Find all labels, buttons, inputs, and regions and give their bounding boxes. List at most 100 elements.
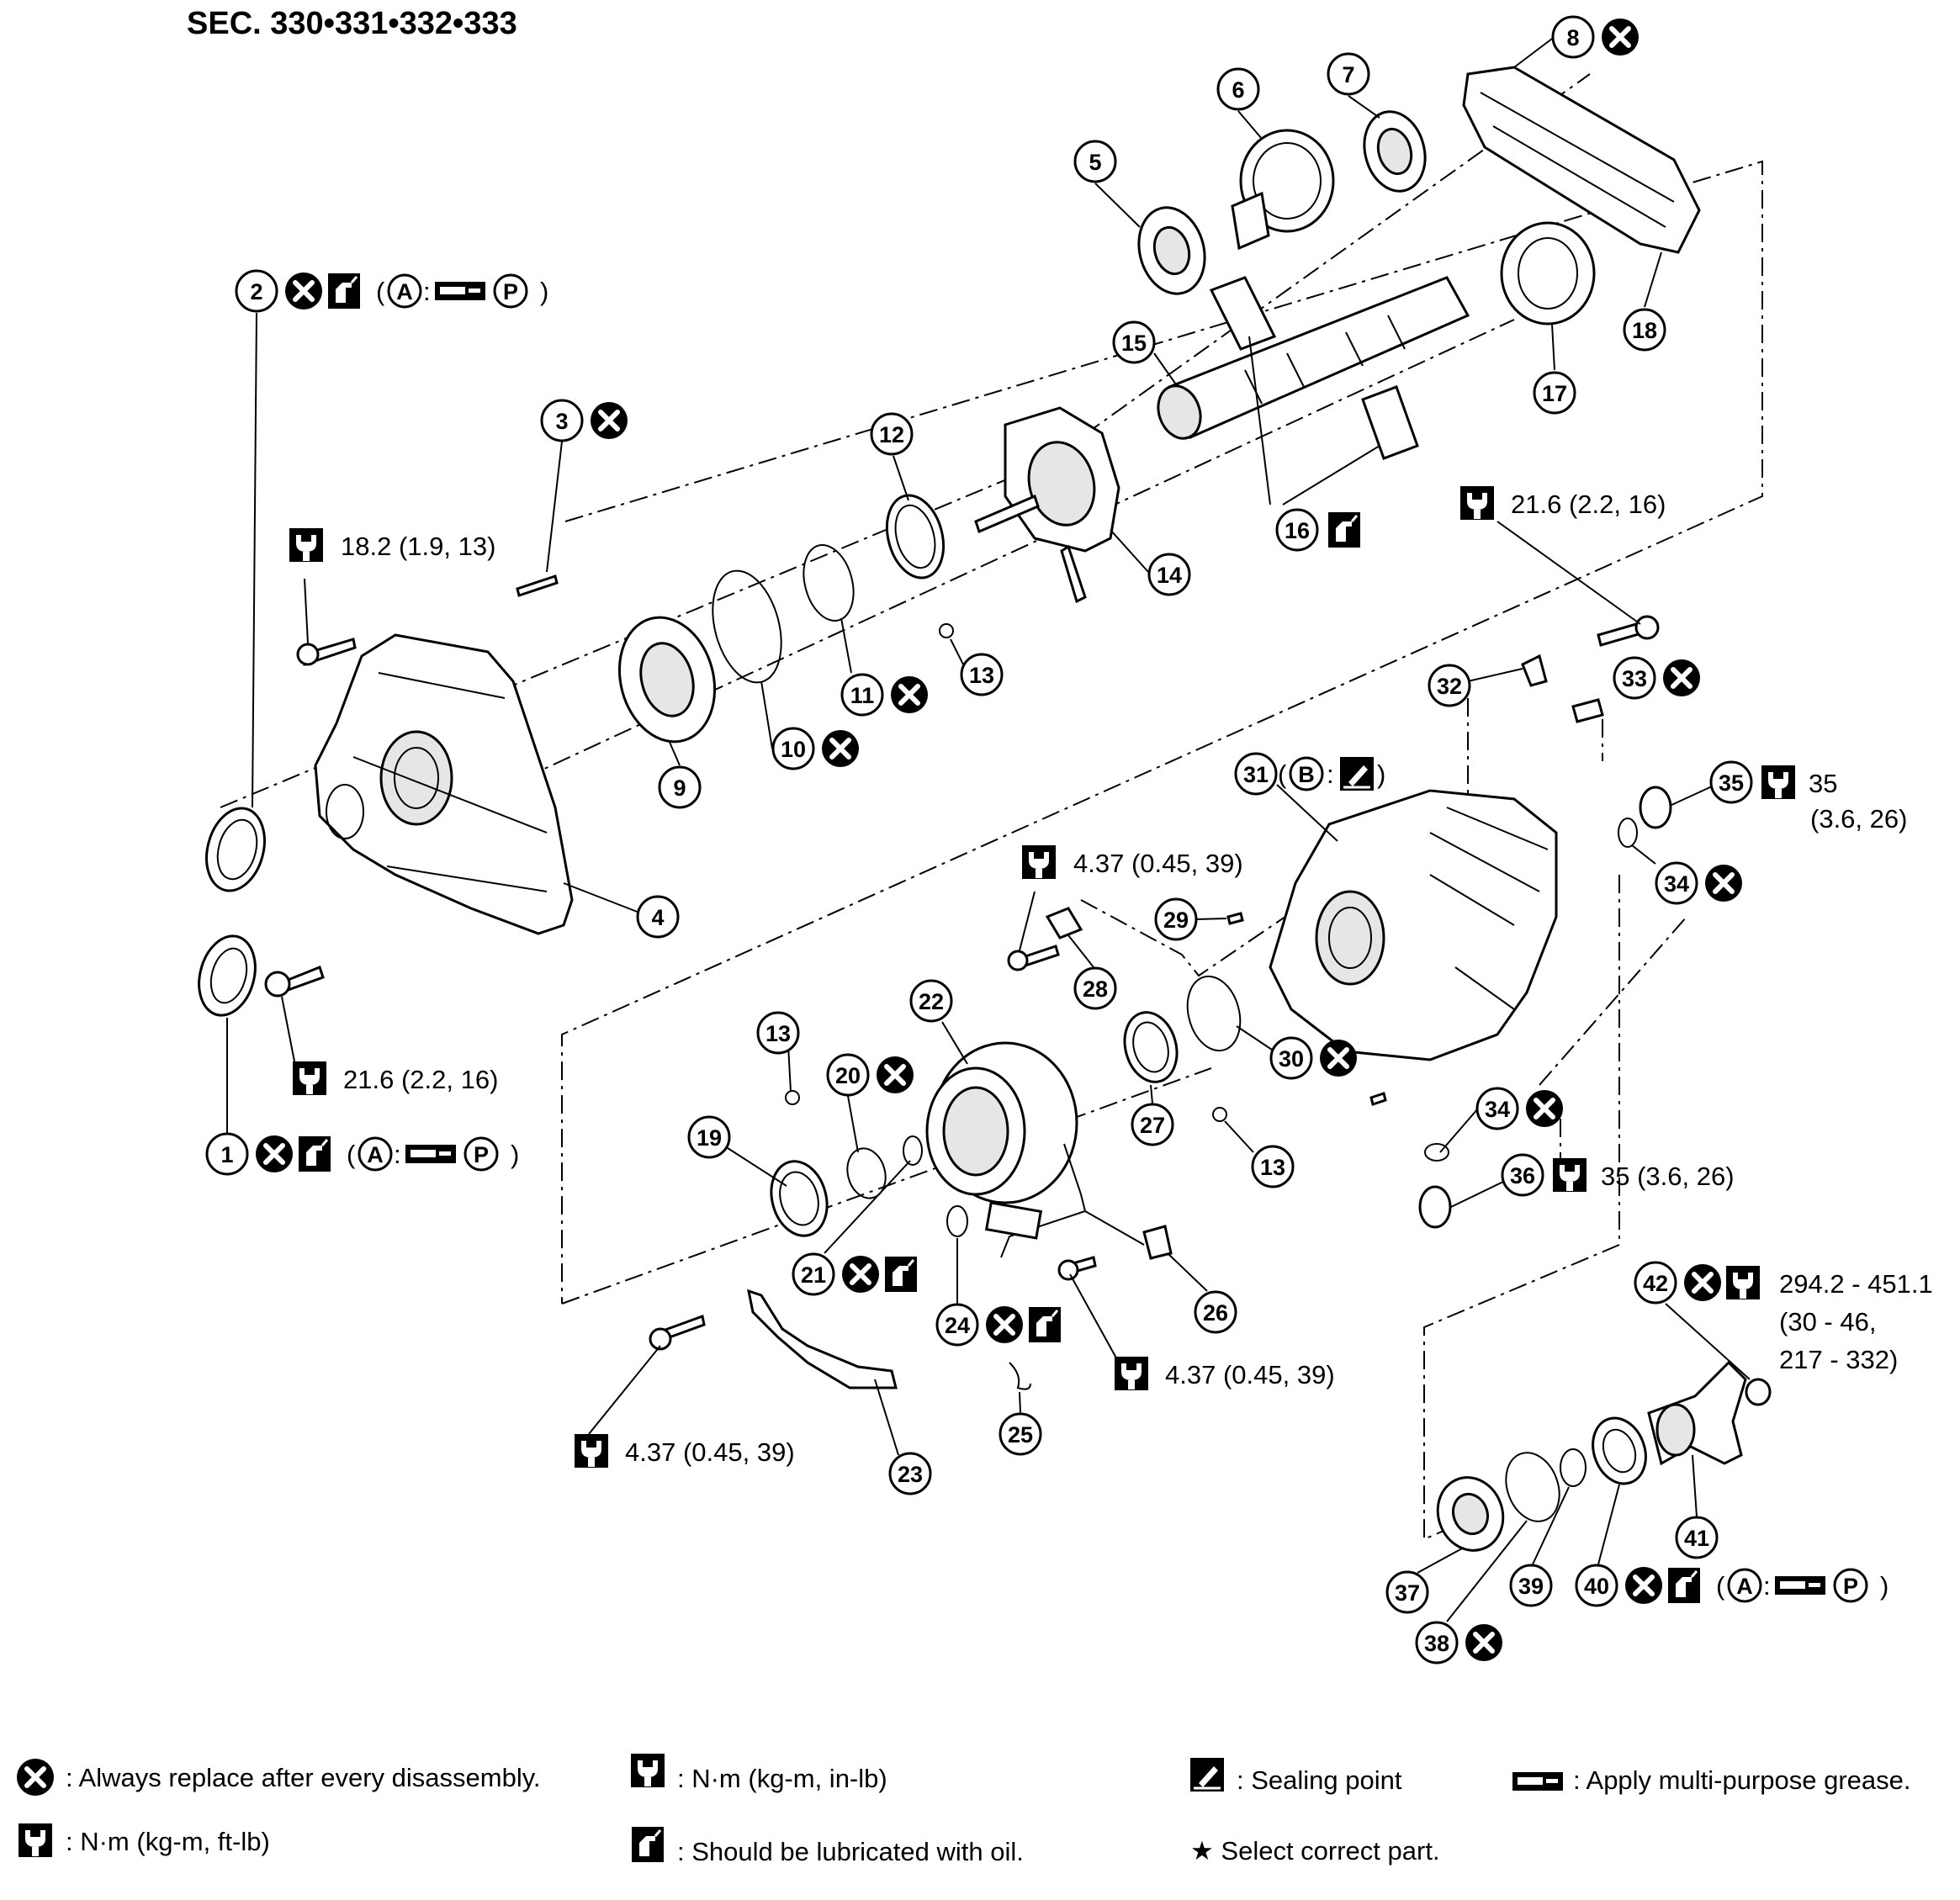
callout-number: 27 [1140, 1113, 1165, 1138]
grease-ref-p: P [503, 279, 518, 304]
oil-can-icon [1027, 1305, 1062, 1344]
callout-circle [1575, 1564, 1618, 1607]
oil-can-icon [297, 1135, 332, 1173]
callout-circle [1073, 140, 1117, 183]
callout-number: 20 [835, 1063, 861, 1088]
grease-note-colon: : [394, 1140, 401, 1169]
callout-circle [1251, 1145, 1295, 1188]
svg-text:4.37 (0.45, 39): 4.37 (0.45, 39) [1165, 1360, 1335, 1389]
section-title: SEC. 330•331•332•333 [187, 6, 517, 41]
grease-ref-a: A [1736, 1574, 1753, 1599]
callout-10: 10 [771, 727, 859, 770]
callout-number: 26 [1203, 1300, 1228, 1326]
callout-number: 34 [1664, 871, 1689, 897]
callout-42: 42 [1634, 1261, 1760, 1305]
callout-29: 29 [1154, 897, 1198, 941]
torque-spec-4-37-lower: 4.37 (0.45, 39) [575, 1434, 795, 1468]
replace-icon [1705, 865, 1742, 902]
callout-14: 14 [1147, 553, 1191, 596]
callout-number: 9 [673, 775, 686, 801]
torque-wrench-icon [631, 1754, 665, 1787]
svg-text:4.37 (0.45, 39): 4.37 (0.45, 39) [1073, 849, 1243, 878]
replace-icon [877, 1056, 914, 1093]
replace-icon [986, 1306, 1023, 1343]
grease-ref-circle [464, 1136, 499, 1172]
replace-icon [1465, 1624, 1502, 1661]
torque-spec-21-6-rear: 21.6 (2.2, 16) [1460, 486, 1666, 520]
callout-35: 35 [1709, 760, 1795, 804]
svg-text:21.6 (2.2, 16): 21.6 (2.2, 16) [1511, 490, 1666, 519]
callout-circle [909, 979, 953, 1023]
callout-number: 19 [697, 1125, 722, 1151]
callout-number: 14 [1157, 563, 1182, 588]
callout-12: 12 [870, 412, 914, 456]
callout-circle [1154, 897, 1198, 941]
torque-spec-35-lower: 35 (3.6, 26) [1601, 1162, 1735, 1191]
callout-circle [1385, 1570, 1429, 1614]
callout-circle [1675, 1516, 1719, 1559]
svg-text::: : [1327, 759, 1334, 789]
replace-icon [1320, 1040, 1357, 1077]
part-drawings [198, 66, 1772, 1552]
callout-23: 23 [888, 1452, 932, 1495]
callout-circle [870, 412, 914, 456]
callout-38: 38 [1415, 1621, 1502, 1664]
callout-1: 1(A:P) [205, 1132, 519, 1176]
callout-18: 18 [1623, 308, 1666, 352]
replace-icon [891, 676, 928, 713]
callout-7: 7 [1327, 52, 1370, 96]
torque-spec-35-upper: 35 (3.6, 26) [1809, 769, 1907, 834]
svg-text:: N·m (kg-m, ft-lb): : N·m (kg-m, ft-lb) [66, 1827, 270, 1856]
svg-text:21.6 (2.2, 16): 21.6 (2.2, 16) [343, 1065, 498, 1094]
callout-3: 3 [540, 399, 628, 442]
callout-11: 11 [840, 673, 928, 717]
callout-circle [658, 765, 702, 809]
callout-26: 26 [1194, 1290, 1237, 1334]
callout-circle [540, 399, 584, 442]
grease-note-colon: : [1763, 1571, 1771, 1601]
callout-number: 30 [1279, 1046, 1304, 1072]
callout-number: 8 [1566, 25, 1579, 50]
callout-25: 25 [999, 1412, 1042, 1456]
torque-spec-18-2: 18.2 (1.9, 13) [289, 528, 495, 562]
torque-wrench-icon [289, 528, 323, 562]
torque-wrench-icon [293, 1061, 326, 1095]
replace-icon [285, 273, 322, 310]
callout-37: 37 [1385, 1570, 1429, 1614]
grease-gun-icon [1512, 1772, 1563, 1791]
callout-number: 2 [250, 279, 262, 304]
callout-circle [1216, 67, 1260, 111]
callout-number: 10 [781, 737, 806, 762]
callout-21: 21 [792, 1252, 919, 1296]
callout-circle [1415, 1621, 1459, 1664]
callout-number: 24 [945, 1313, 970, 1338]
replace-icon [1625, 1567, 1662, 1604]
oil-can-icon [630, 1825, 665, 1864]
svg-text:294.2 - 451.1: 294.2 - 451.1 [1779, 1269, 1933, 1299]
torque-wrench-icon [19, 1823, 52, 1857]
callout-number: 15 [1121, 331, 1147, 356]
callout-2: 2(A:P) [235, 269, 548, 313]
callout-number: 17 [1542, 381, 1567, 406]
callout-17: 17 [1533, 371, 1576, 415]
callout-number: 11 [850, 683, 875, 708]
callout-circle [687, 1115, 731, 1159]
callout-number: 40 [1584, 1574, 1609, 1599]
grease-ref-circle [493, 273, 528, 309]
callout-circle [1613, 656, 1656, 700]
callout-27: 27 [1131, 1103, 1174, 1146]
callout-number: 13 [969, 663, 994, 688]
torque-spec-294-2: 294.2 - 451.1 (30 - 46, 217 - 332) [1779, 1269, 1933, 1374]
callout-number: 32 [1437, 674, 1462, 699]
grease-ref-circle [358, 1136, 393, 1172]
callout-33: 33 [1613, 656, 1700, 700]
callout-number: 7 [1342, 62, 1354, 87]
callout-6: 6 [1216, 67, 1260, 111]
callout-circle [771, 727, 815, 770]
callout-number: 4 [651, 905, 664, 930]
svg-text:): ) [1377, 759, 1385, 789]
callout-number: 38 [1424, 1631, 1449, 1656]
callout-39: 39 [1509, 1564, 1553, 1607]
grease-ref-p: P [1843, 1574, 1858, 1599]
callout-circle [205, 1132, 249, 1176]
